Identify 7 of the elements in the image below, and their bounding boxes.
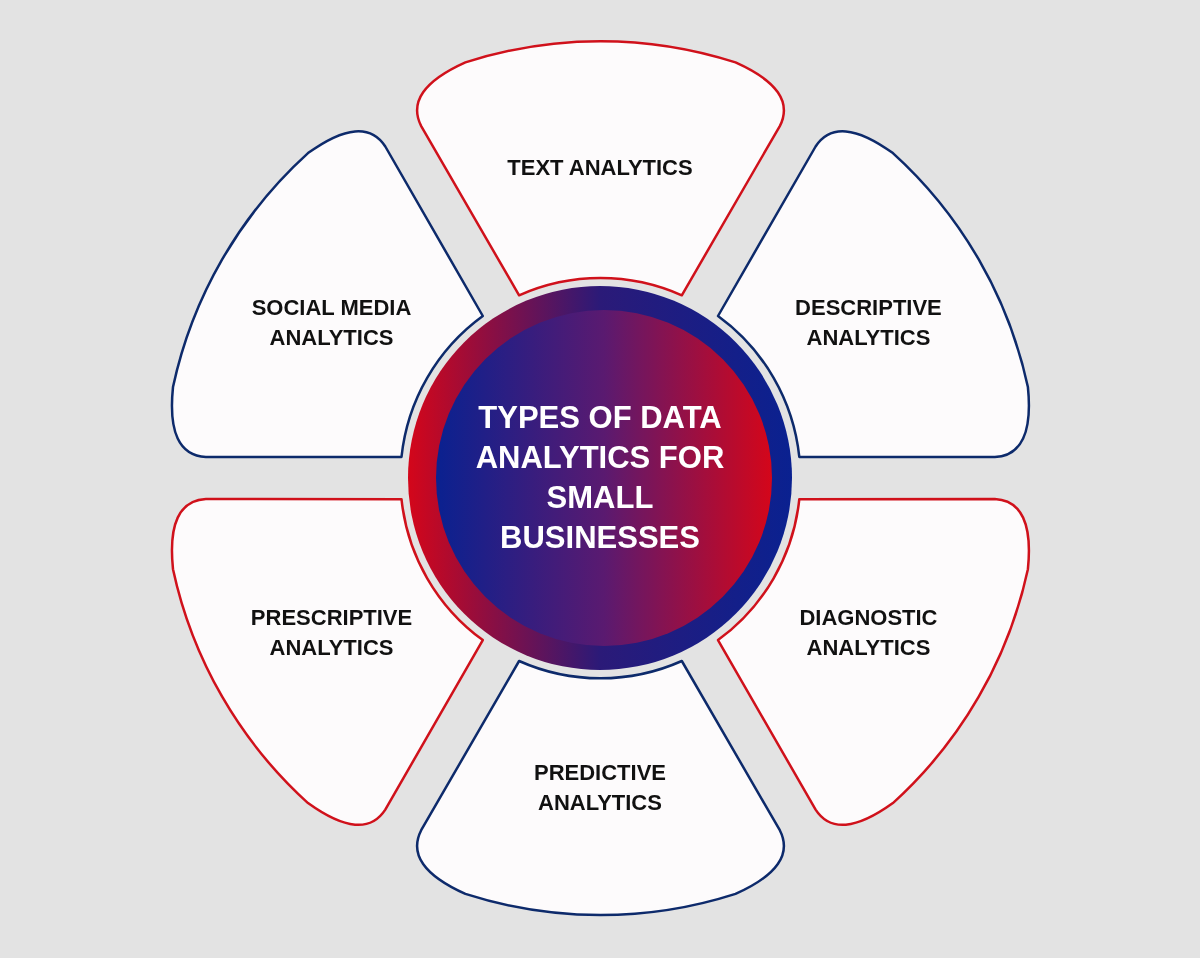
petal-label: PREDICTIVE ANALYTICS — [532, 759, 667, 817]
petal-label: SOCIAL MEDIA ANALYTICS — [250, 294, 413, 352]
petal-label: TEXT ANALYTICS — [506, 154, 694, 182]
petal-label: DESCRIPTIVE ANALYTICS — [794, 294, 943, 352]
petal-label: DIAGNOSTIC ANALYTICS — [798, 604, 939, 662]
hub-title: TYPES OF DATA ANALYTICS FOR SMALL BUSINESSES — [474, 399, 726, 557]
petal-label: PRESCRIPTIVE ANALYTICS — [249, 604, 414, 662]
